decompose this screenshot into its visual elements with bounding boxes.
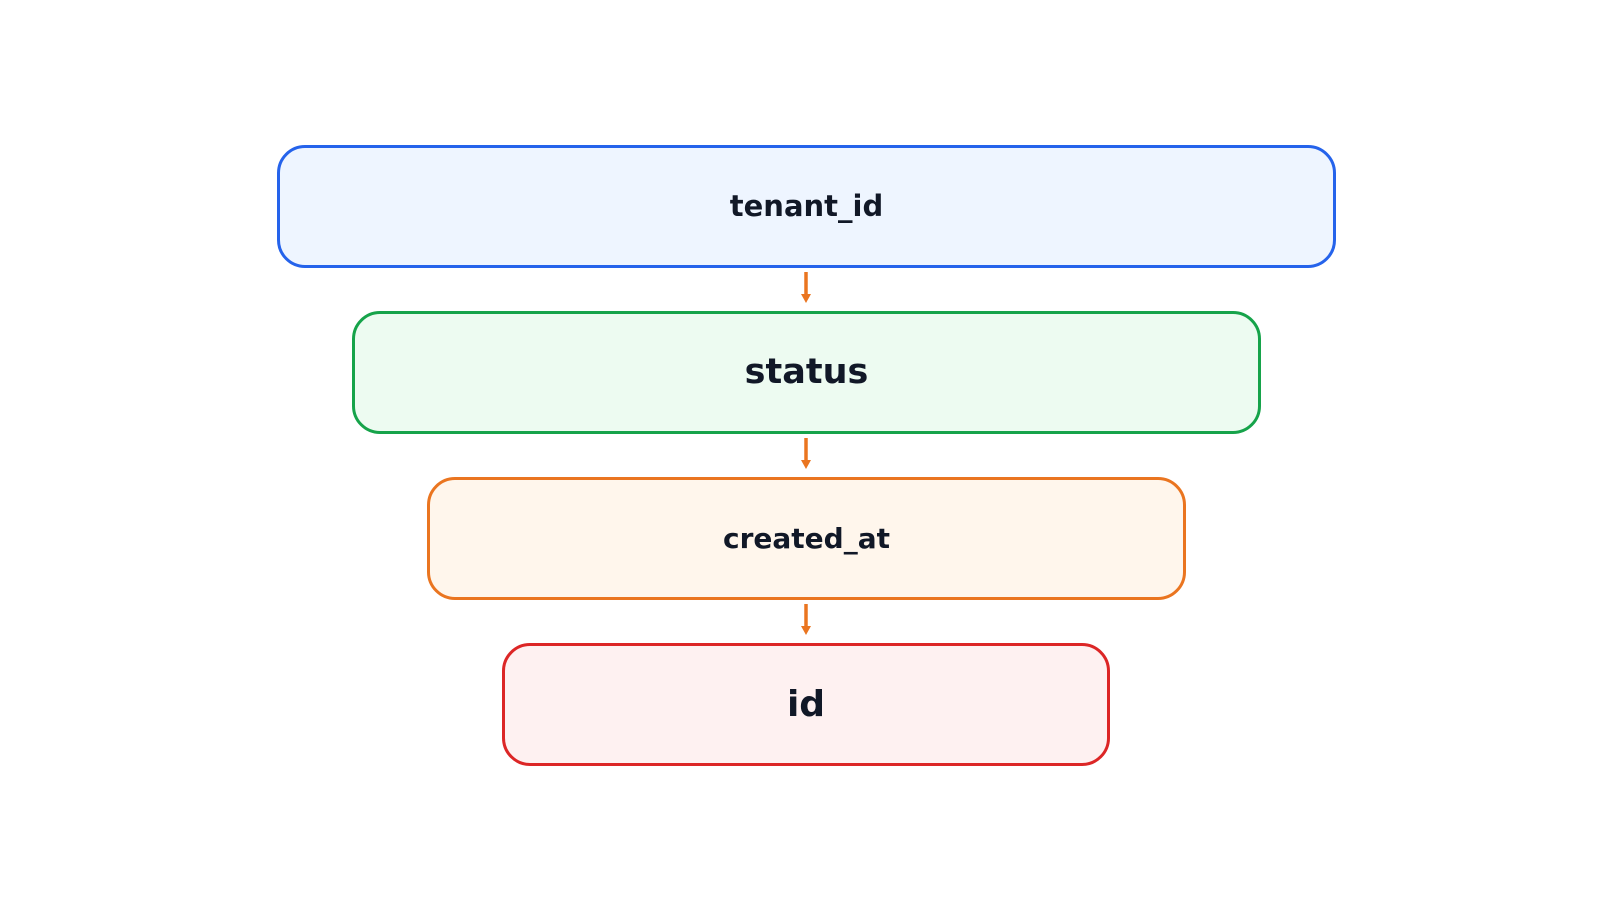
node-label: created_at	[723, 521, 890, 555]
node-id: id	[502, 643, 1110, 766]
node-label: status	[744, 352, 869, 392]
node-label: id	[786, 683, 826, 725]
arrow-down-icon	[799, 438, 813, 470]
node-label: tenant_id	[729, 189, 884, 223]
node-status: status	[352, 311, 1261, 434]
arrow-down-icon	[799, 272, 813, 304]
arrow-down-icon	[799, 604, 813, 636]
node-created-at: created_at	[427, 477, 1186, 600]
node-tenant-id: tenant_id	[277, 145, 1336, 268]
